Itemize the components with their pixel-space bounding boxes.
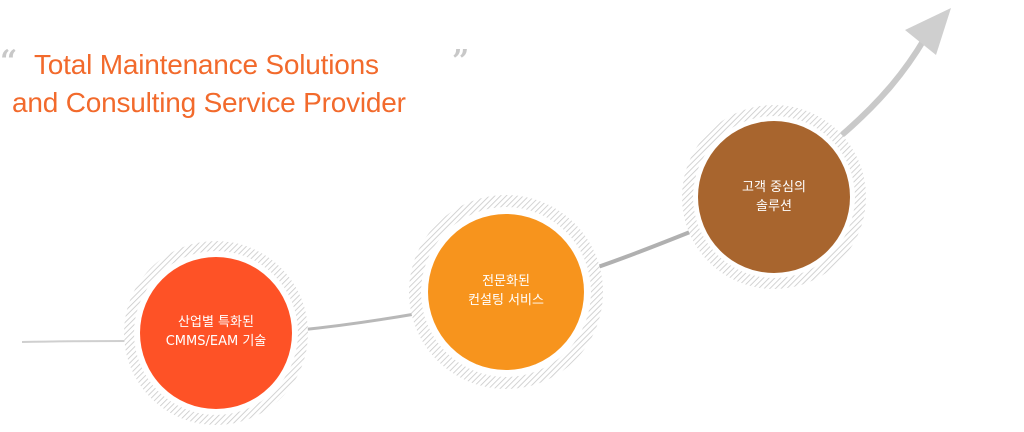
milestone-label-line-1: 전문화된	[482, 274, 530, 289]
growth-curve-segment	[594, 230, 691, 270]
milestone-label-line-2: 컨설팅 서비스	[468, 293, 544, 308]
milestone-circle	[698, 121, 850, 273]
headline-line-1: Total Maintenance Solutions	[34, 49, 379, 80]
milestone-consulting-label: 전문화된 컨설팅 서비스	[426, 272, 586, 310]
milestone-label-line-1: 산업별 특화된	[178, 315, 254, 330]
page-headline: “ Total Maintenance Solutions ” and Cons…	[0, 46, 520, 122]
headline-line-2-row: and Consulting Service Provider	[0, 84, 520, 122]
growth-curve-segment	[840, 35, 928, 137]
headline-line-2: and Consulting Service Provider	[12, 87, 406, 118]
open-quote-icon: “	[0, 44, 18, 79]
milestone-circle	[140, 257, 292, 409]
milestone-circle	[428, 214, 584, 370]
close-quote-icon: ”	[452, 44, 470, 79]
milestone-label-line-2: CMMS/EAM 기술	[165, 334, 267, 349]
milestone-label-line-2: 솔루션	[756, 199, 792, 214]
milestone-customer-solution-label: 고객 중심의 솔루션	[694, 178, 854, 216]
growth-curve-segment	[299, 312, 416, 332]
milestone-industry-cmms-label: 산업별 특화된 CMMS/EAM 기술	[136, 313, 296, 351]
arrow-head-icon	[905, 8, 951, 55]
growth-curve-line	[21, 340, 136, 343]
headline-line-1-row: “ Total Maintenance Solutions ”	[0, 46, 520, 84]
milestone-label-line-1: 고객 중심의	[742, 180, 806, 195]
